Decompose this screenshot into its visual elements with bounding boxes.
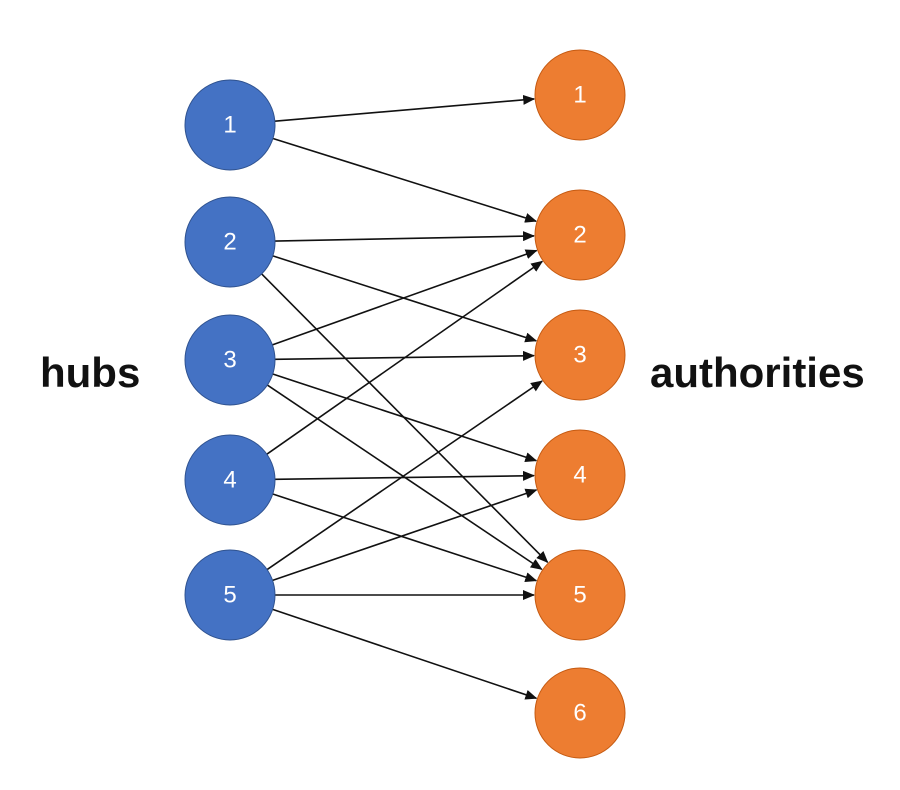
authority-node-5: 5 xyxy=(534,549,626,641)
hub-node-1: 1 xyxy=(184,79,276,171)
edge-h3-a2 xyxy=(272,249,538,346)
hub-node-label: 3 xyxy=(223,347,236,374)
edges-layer xyxy=(261,94,549,700)
hub-node-label: 4 xyxy=(223,467,236,494)
authority-node-label: 3 xyxy=(573,342,586,369)
edge-h4-a2 xyxy=(266,260,544,455)
authority-node-3: 3 xyxy=(534,309,626,401)
edge-h4-a4 xyxy=(274,470,536,481)
authority-node-circle xyxy=(534,309,626,401)
authority-node-circle xyxy=(534,429,626,521)
authority-node-circle xyxy=(534,49,626,141)
authority-node-label: 2 xyxy=(573,222,586,249)
hub-node-circle xyxy=(184,434,276,526)
edge-h5-a3 xyxy=(266,380,543,571)
authorities-label: authorities xyxy=(650,349,865,396)
authority-node-1: 1 xyxy=(534,49,626,141)
edge-h1-a1 xyxy=(274,94,536,122)
hub-node-3: 3 xyxy=(184,314,276,406)
hub-node-5: 5 xyxy=(184,549,276,641)
edge-h4-a5 xyxy=(272,493,538,582)
edge-h1-a2 xyxy=(272,137,538,223)
hub-node-circle xyxy=(184,79,276,171)
edge-h2-a2 xyxy=(274,231,536,242)
authority-node-6: 6 xyxy=(534,667,626,759)
authority-node-4: 4 xyxy=(534,429,626,521)
hub-node-4: 4 xyxy=(184,434,276,526)
hub-node-circle xyxy=(184,196,276,288)
authority-node-circle xyxy=(534,189,626,281)
authority-node-label: 1 xyxy=(573,82,586,109)
edge-h3-a4 xyxy=(272,373,538,462)
authority-node-circle xyxy=(534,549,626,641)
nodes-layer: 1 2 3 4 5 1 2 3 4 5 6 xyxy=(184,49,626,759)
authority-node-circle xyxy=(534,667,626,759)
hub-node-label: 5 xyxy=(223,582,236,609)
authority-node-label: 4 xyxy=(573,462,586,489)
hubs-label: hubs xyxy=(40,349,141,396)
hub-node-label: 2 xyxy=(223,229,236,256)
hub-node-2: 2 xyxy=(184,196,276,288)
hub-node-circle xyxy=(184,314,276,406)
hub-node-label: 1 xyxy=(223,112,236,139)
edge-h5-a6 xyxy=(272,608,538,700)
edge-h5-a4 xyxy=(272,488,538,582)
hub-node-circle xyxy=(184,549,276,641)
authority-node-label: 5 xyxy=(573,582,586,609)
authority-node-2: 2 xyxy=(534,189,626,281)
authority-node-label: 6 xyxy=(573,700,586,727)
